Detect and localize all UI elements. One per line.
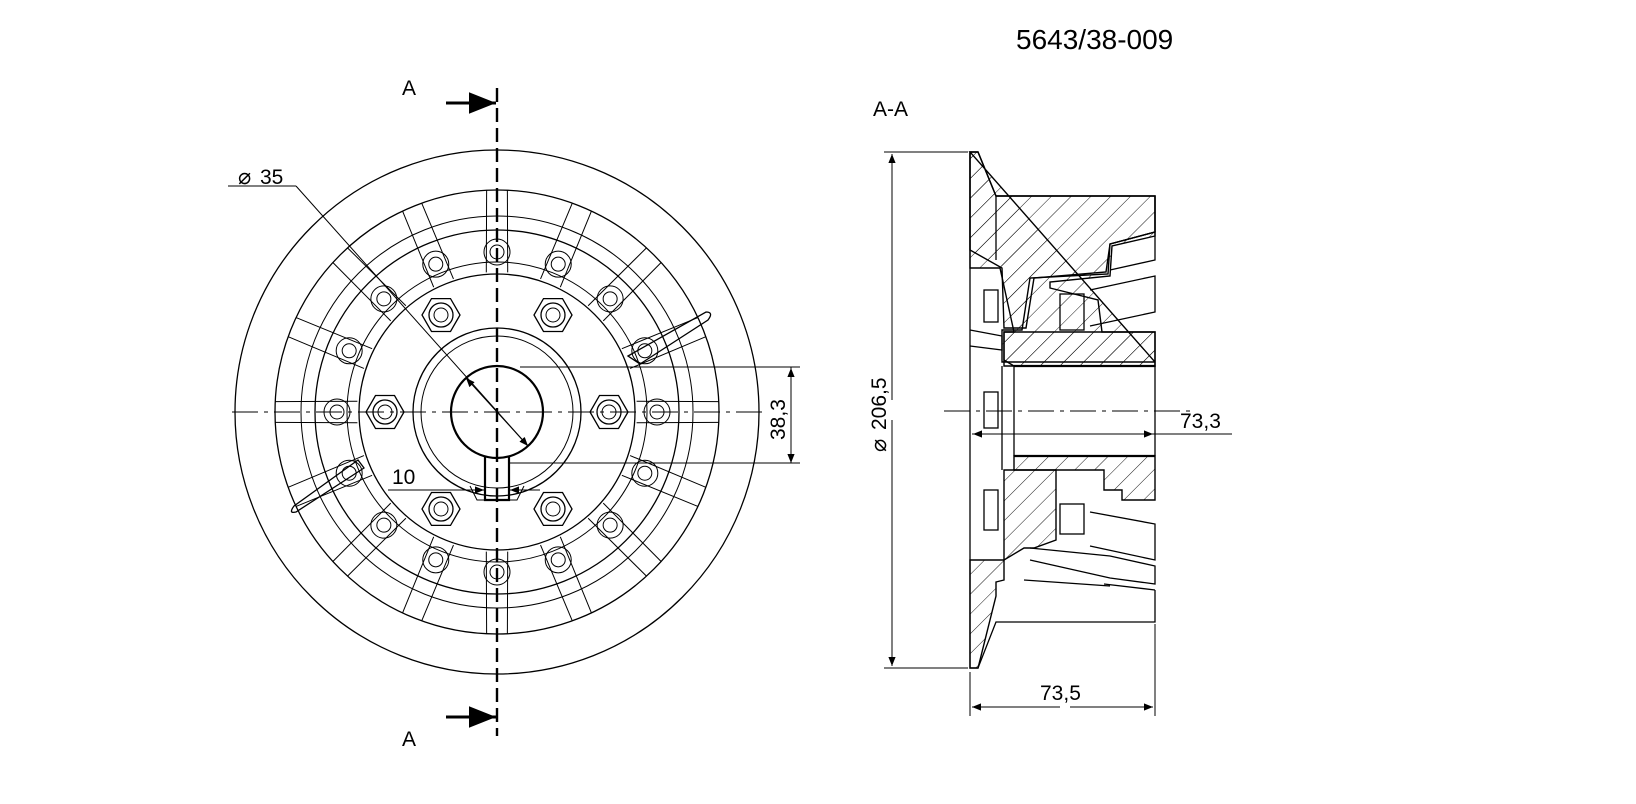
part-number: 5643/38-009 [1016,24,1173,55]
rib [333,248,406,321]
rib [588,503,661,576]
bolt-hole [422,493,460,526]
rib [288,456,372,507]
rib [541,537,592,621]
section-label: A-A [873,98,908,121]
dim-bore-diameter: 35 [260,166,283,189]
rib [403,203,454,287]
dim-overall-width: 73,5 [1040,682,1081,705]
rib [403,537,454,621]
bolt-hole [534,299,572,332]
dim-height-38: 38,3 [767,399,790,440]
rib [541,203,592,287]
rib [588,248,661,321]
bolt-hole [422,299,460,332]
cut-marker-bottom: A [402,728,416,751]
cut-marker-top: A [402,77,416,100]
section-view: A-A ⌀ [866,98,1232,716]
dim-bore-diameter-symbol: ⌀ [238,164,251,189]
dim-section-depth: 73,3 [1180,410,1221,433]
rib [288,318,372,369]
dim-outer-diameter-symbol: ⌀ [866,439,891,452]
front-view: A A ⌀ 35 38,3 10 [228,77,800,751]
dim-keyway-width: 10 [392,466,415,489]
bolt-hole [534,493,572,526]
dim-outer-diameter: 206,5 [868,377,891,430]
rib [333,503,406,576]
